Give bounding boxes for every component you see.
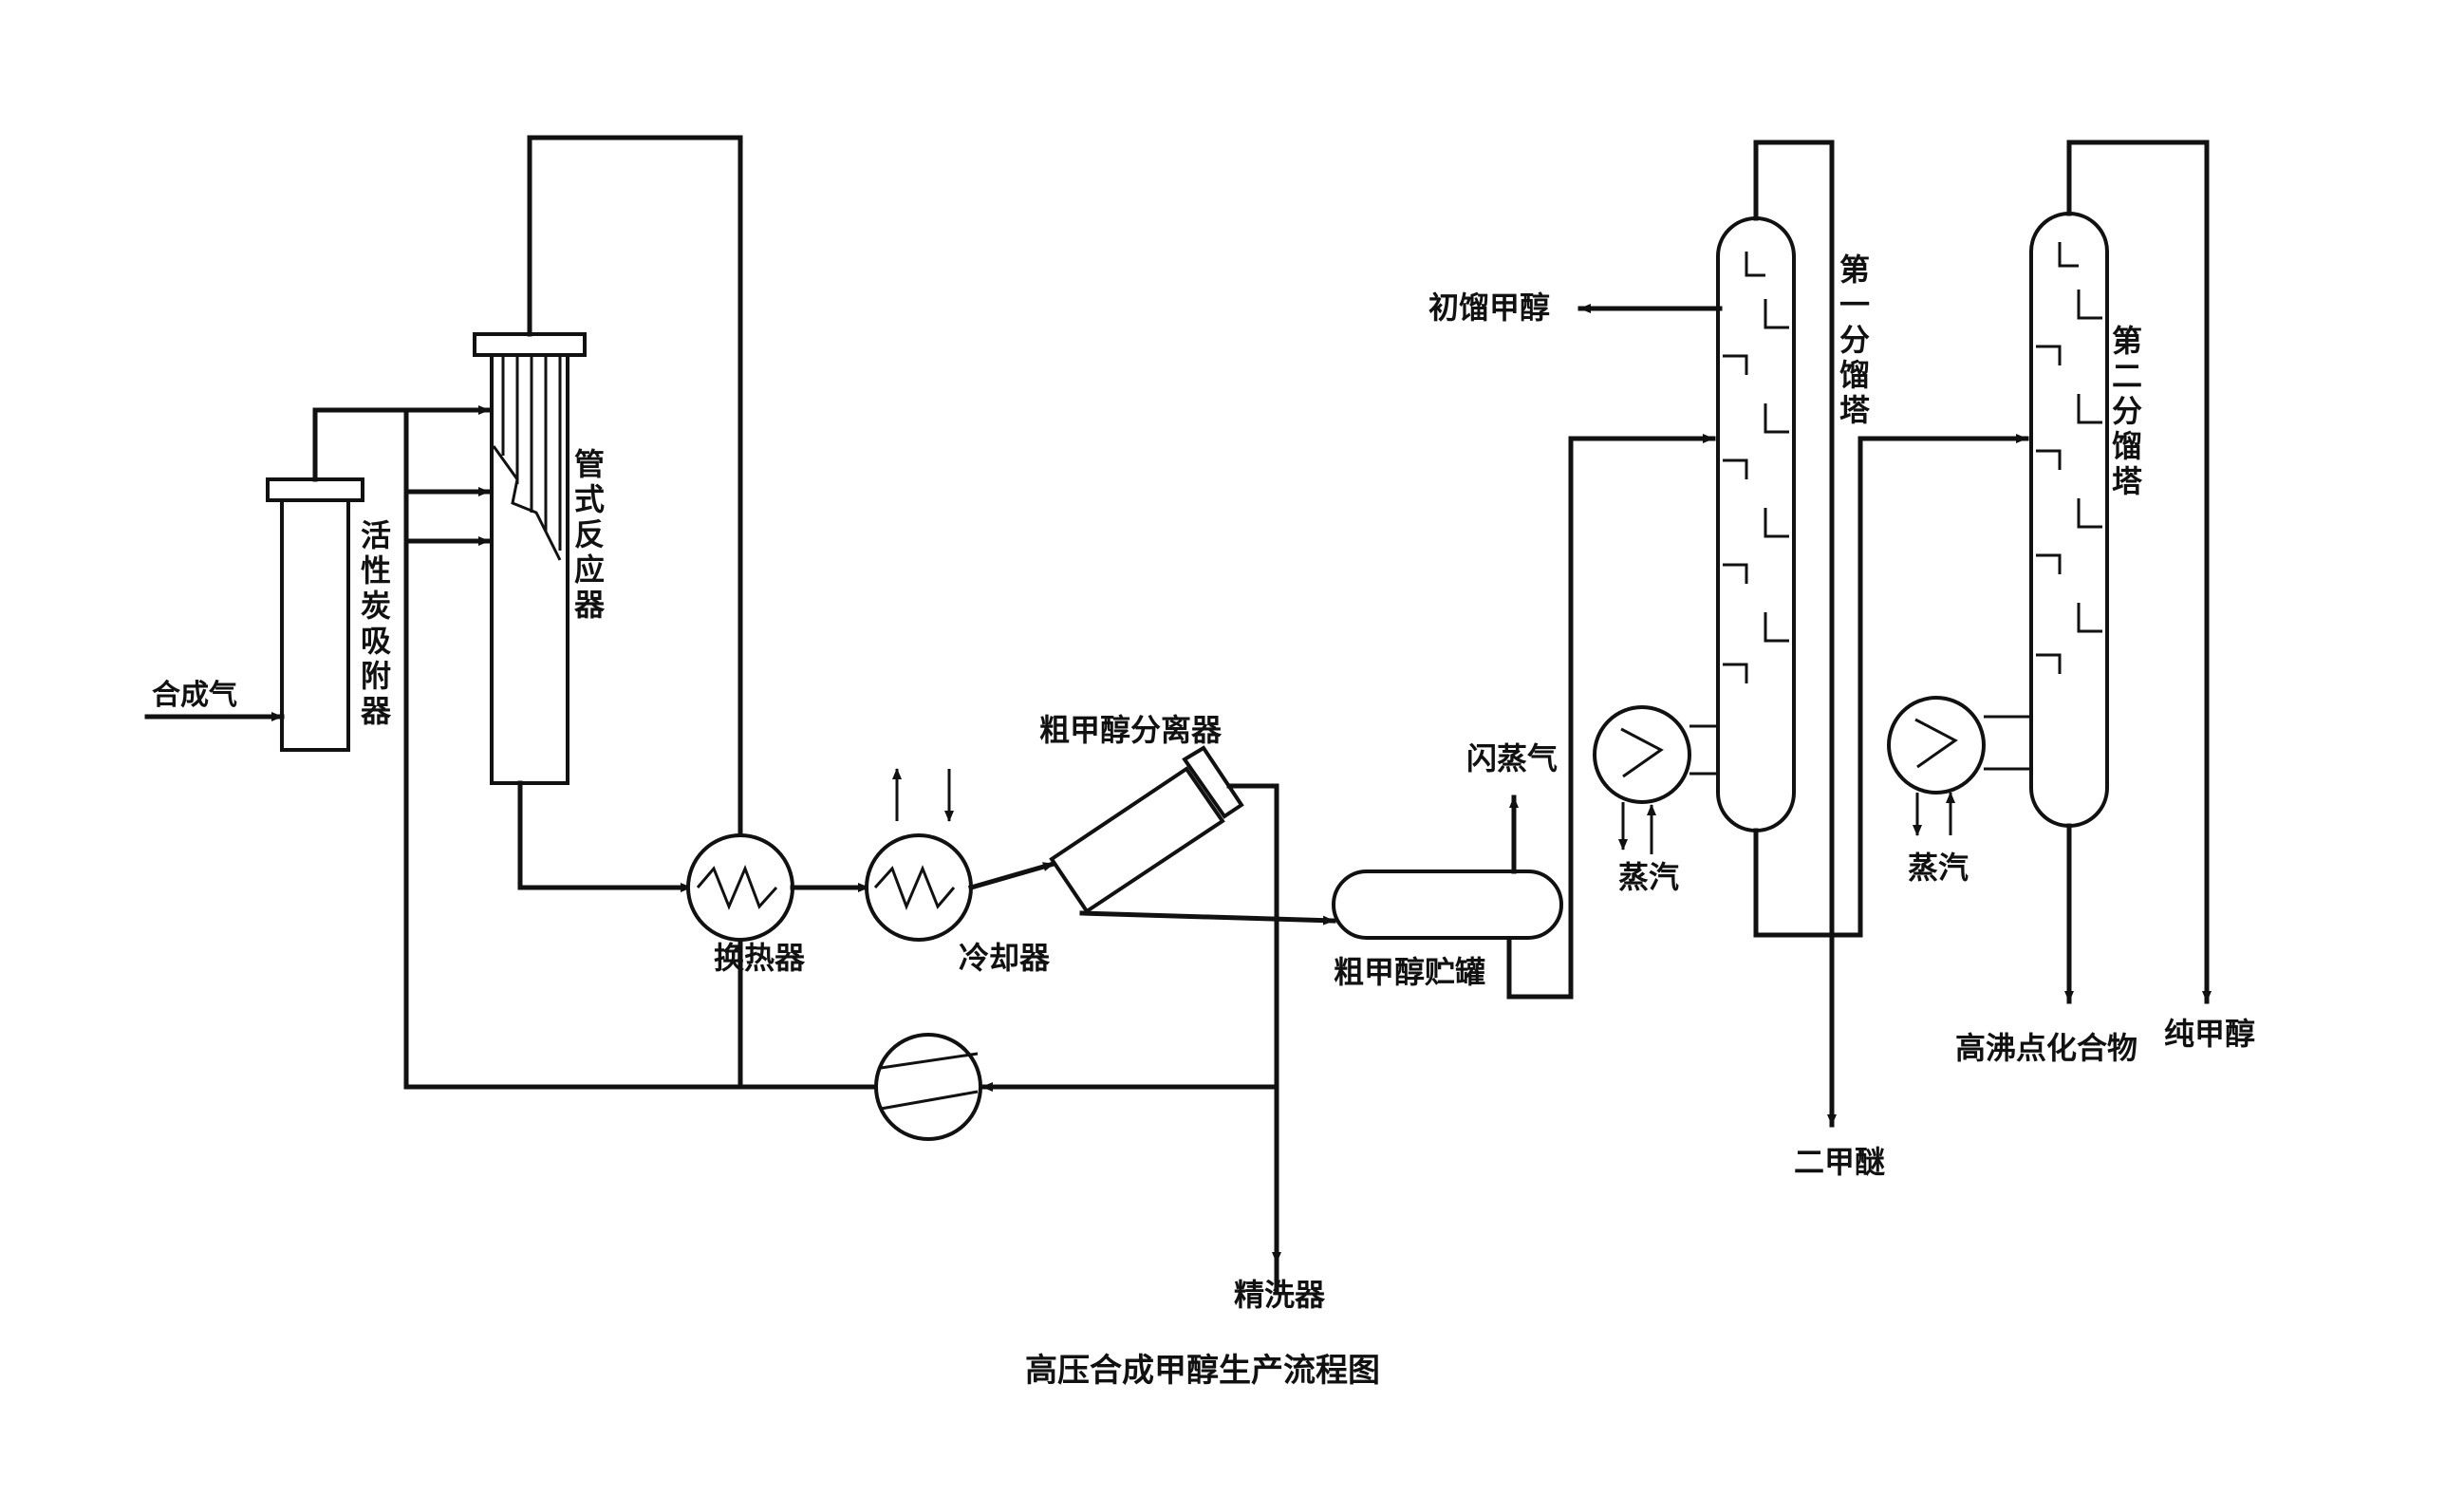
svg-text:分: 分 xyxy=(1839,322,1870,358)
cooler-label: 冷却器 xyxy=(959,940,1051,976)
tubular-reactor xyxy=(473,332,587,785)
initial-methanol-label: 初馏甲醇 xyxy=(1428,290,1550,326)
flash-gas-label: 闪蒸气 xyxy=(1466,740,1558,776)
svg-text:应: 应 xyxy=(574,552,605,588)
svg-text:塔: 塔 xyxy=(2112,463,2143,499)
adsorber-label: 活 性 炭 吸 附 器 xyxy=(360,517,392,729)
svg-text:塔: 塔 xyxy=(1839,392,1871,428)
column1-bottom-line xyxy=(1753,434,2029,938)
svg-text:器: 器 xyxy=(360,693,392,729)
reactor-label: 管 式 反 应 器 xyxy=(573,446,606,623)
crude-tank-label: 粗甲醇贮罐 xyxy=(1334,954,1485,990)
svg-text:器: 器 xyxy=(573,587,606,623)
circulator-compressor xyxy=(874,1033,982,1141)
svg-text:分: 分 xyxy=(2112,393,2142,429)
high-boiling-label: 高沸点化合物 xyxy=(1955,1030,2137,1066)
pure-methanol-label: 纯甲醇 xyxy=(2164,1016,2255,1052)
crude-separator-label: 粗甲醇分离器 xyxy=(1039,712,1223,748)
tank-to-column1-line xyxy=(1506,434,1716,1000)
syngas-label: 合成气 xyxy=(152,679,237,712)
svg-text:第: 第 xyxy=(2112,323,2142,359)
svg-text:炭: 炭 xyxy=(361,588,391,624)
scrubber-label: 精洗器 xyxy=(1234,1277,1326,1313)
svg-text:反: 反 xyxy=(574,516,605,552)
first-distillation-column xyxy=(1716,216,1796,832)
heat-exchanger xyxy=(686,833,794,942)
svg-text:吸: 吸 xyxy=(361,623,391,659)
activated-carbon-adsorber xyxy=(266,477,364,752)
reactor-top-loop-line xyxy=(527,135,743,1090)
svg-text:第: 第 xyxy=(1839,252,1870,288)
separator-liquid-line xyxy=(1079,910,1336,926)
steam1-label: 蒸汽 xyxy=(1618,859,1679,895)
crude-methanol-tank xyxy=(1332,870,1563,940)
diagram-caption: 高压合成甲醇生产流程图 xyxy=(1025,1352,1380,1390)
svg-text:二: 二 xyxy=(2112,358,2142,394)
steam2-label: 蒸汽 xyxy=(1908,850,1969,886)
svg-text:活: 活 xyxy=(361,517,391,553)
column2-overhead-line xyxy=(2066,140,2212,1004)
svg-text:管: 管 xyxy=(574,446,605,482)
svg-text:馏: 馏 xyxy=(2112,428,2142,464)
svg-text:式: 式 xyxy=(574,481,605,517)
column1-overhead-line xyxy=(1753,140,1837,1128)
svg-text:附: 附 xyxy=(361,658,391,694)
column1-label: 第 一 分 馏 塔 xyxy=(1839,252,1871,428)
cooler xyxy=(865,833,973,942)
reboiler-1 xyxy=(1593,705,1718,804)
crude-methanol-separator xyxy=(1049,745,1244,914)
svg-text:馏: 馏 xyxy=(1839,357,1870,393)
adsorber-to-reactor-line xyxy=(312,405,492,482)
dimethyl-ether-label: 二甲醚 xyxy=(1794,1144,1885,1180)
heat-exchanger-label: 换热器 xyxy=(714,940,806,976)
svg-text:性: 性 xyxy=(361,552,391,589)
second-distillation-column xyxy=(2029,212,2109,828)
column2-label: 第 二 分 馏 塔 xyxy=(2112,323,2143,499)
reactor-outlet-line xyxy=(517,780,694,892)
cooler-to-separator-line xyxy=(967,860,1057,891)
reboiler-2 xyxy=(1887,696,2031,795)
svg-text:一: 一 xyxy=(1839,287,1870,323)
separator-gas-line xyxy=(1226,783,1279,1294)
